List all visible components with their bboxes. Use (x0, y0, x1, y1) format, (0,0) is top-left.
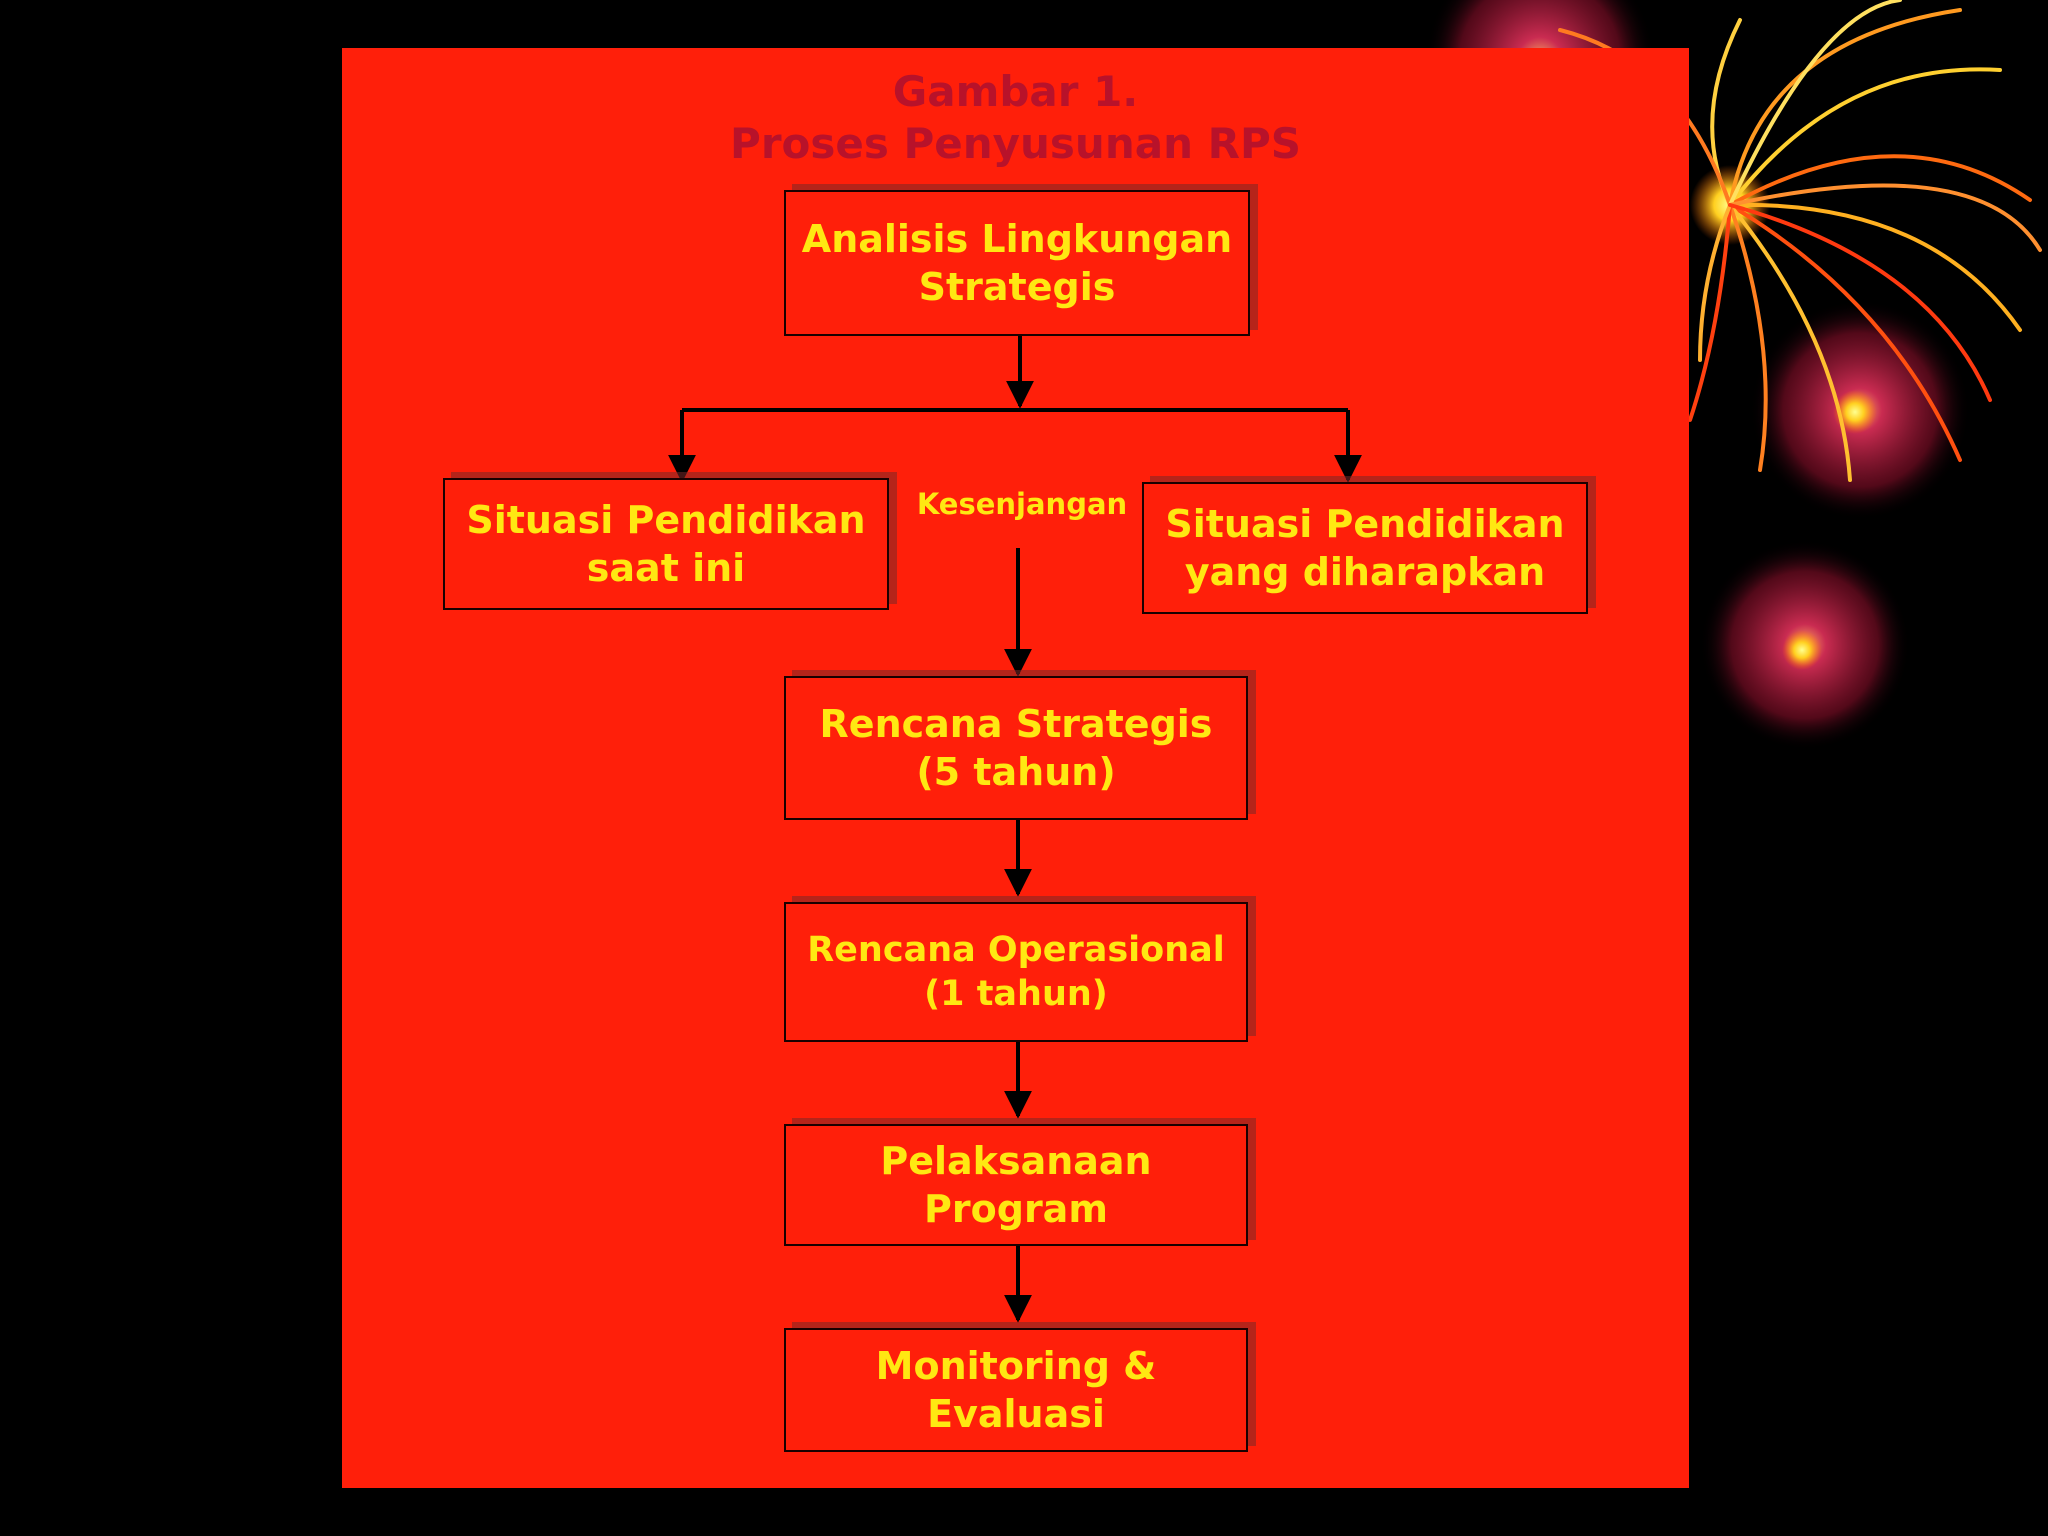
node-expected-line1: Situasi Pendidikan (1165, 502, 1565, 546)
figure-number: Gambar 1. (892, 67, 1139, 116)
node-analysis-line2: Strategis (918, 265, 1116, 309)
node-operational-plan: Rencana Operasional (1 tahun) (784, 902, 1248, 1042)
node-current-line1: Situasi Pendidikan (466, 498, 866, 542)
node-current-situation: Situasi Pendidikan saat ini (443, 478, 889, 610)
node-strategic-line2: (5 tahun) (916, 750, 1116, 794)
node-implementation: Pelaksanaan Program (784, 1124, 1248, 1246)
node-monitoring-line2: Evaluasi (927, 1392, 1105, 1436)
node-analysis: Analisis Lingkungan Strategis (784, 190, 1250, 336)
node-analysis-line1: Analisis Lingkungan (801, 217, 1233, 261)
node-operational-line1: Rencana Operasional (807, 930, 1225, 970)
node-expected-line2: yang diharapkan (1184, 550, 1546, 594)
node-implementation-line2: Program (924, 1187, 1108, 1231)
node-expected-situation: Situasi Pendidikan yang diharapkan (1142, 482, 1588, 614)
node-operational-line2: (1 tahun) (924, 974, 1108, 1014)
node-monitoring: Monitoring & Evaluasi (784, 1328, 1248, 1452)
node-implementation-line1: Pelaksanaan (880, 1139, 1152, 1183)
node-monitoring-line1: Monitoring & (875, 1344, 1157, 1388)
node-strategic-line1: Rencana Strategis (819, 702, 1213, 746)
gap-label: Kesenjangan (916, 487, 1128, 521)
node-strategic-plan: Rencana Strategis (5 tahun) (784, 676, 1248, 820)
diagram-title: Proses Penyusunan RPS (730, 119, 1301, 168)
node-current-line2: saat ini (586, 546, 746, 590)
